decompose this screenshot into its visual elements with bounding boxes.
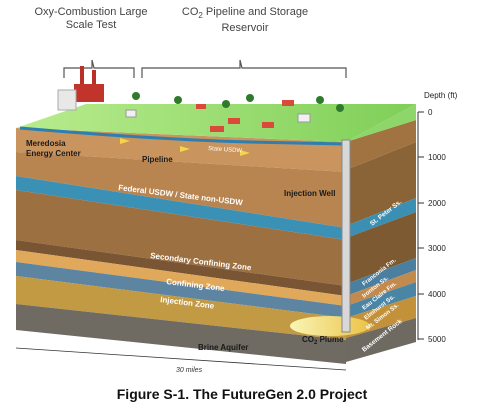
house <box>297 113 311 123</box>
field-plot <box>210 126 224 132</box>
pipeline-arrows <box>120 138 250 156</box>
plant-stack <box>80 66 84 84</box>
field-plot <box>282 100 294 106</box>
side-layer-1 <box>346 120 416 170</box>
energy-center-label-1: Meredosia <box>26 139 66 148</box>
depth-tick-0: 0 <box>428 108 433 117</box>
co2-plume-label: CO2 Plume <box>302 335 344 346</box>
layer-confining-zone <box>16 262 346 318</box>
energy-center-label-2: Energy Center <box>26 149 81 158</box>
oxy-bracket <box>63 59 135 78</box>
field-plot <box>262 122 274 128</box>
co2-plume <box>290 316 370 336</box>
depth-tick-4000: 4000 <box>428 290 446 299</box>
power-plant <box>74 84 104 102</box>
co2-pipeline-label-pre: CO <box>181 6 199 18</box>
co2-plume-pre: CO <box>302 335 314 344</box>
scale-bar <box>15 347 347 371</box>
side-layer-basement <box>346 318 416 362</box>
figure-caption: Figure S-1. The FutureGen 2.0 Project <box>116 386 368 402</box>
scale-label: 30 miles <box>176 367 203 374</box>
brine-aquifer-label: Brine Aquifer <box>198 343 248 352</box>
plant-building <box>57 89 77 111</box>
pipeline-bracket <box>141 59 347 78</box>
surface-edge <box>346 104 416 142</box>
plant-stack-2 <box>92 70 96 84</box>
depth-title: Depth (ft) <box>424 91 458 100</box>
injection-well-label: Injection Well <box>284 189 335 198</box>
oxy-combustion-label: Oxy-Combustion Large Scale Test <box>34 6 148 31</box>
depth-ticks <box>418 111 424 340</box>
side-layer-eauclaire <box>346 282 416 318</box>
layer-orange <box>16 250 346 306</box>
surface <box>16 104 416 142</box>
co2-plume-post: Plume <box>317 335 344 344</box>
layer-secondary-zone <box>16 240 346 296</box>
side-layer-3 <box>346 212 416 284</box>
field-plot <box>196 104 206 109</box>
depth-tick-2000: 2000 <box>428 199 446 208</box>
layer-federal-usdw <box>16 176 346 240</box>
co2-plume-sub: 2 <box>314 340 318 346</box>
depth-tick-5000: 5000 <box>428 335 446 344</box>
side-layer-blue <box>346 198 416 238</box>
side-layer-franconia <box>346 258 416 296</box>
field-plot <box>228 118 240 124</box>
co2-pipeline-label: CO2 Pipeline and Storage Reservoir <box>176 6 314 35</box>
surface-river <box>19 126 347 146</box>
co2-pipeline-label-post: Pipeline and Storage Reservoir <box>202 6 309 35</box>
injection-well <box>341 139 351 333</box>
house <box>125 109 137 118</box>
side-layer-ironton <box>346 270 416 306</box>
layer-upper-tan <box>16 152 346 228</box>
layer-injection-zone <box>16 276 346 340</box>
layer-brine-aquifer <box>16 304 346 364</box>
layer-mid-brown <box>16 190 346 286</box>
depth-tick-3000: 3000 <box>428 244 446 253</box>
state-usdw-label: State USDW <box>208 146 243 154</box>
trees <box>132 92 344 112</box>
co2-pipeline-label-sub: 2 <box>198 11 203 21</box>
depth-tick-1000: 1000 <box>428 153 446 162</box>
pipeline-label: Pipeline <box>142 155 173 164</box>
